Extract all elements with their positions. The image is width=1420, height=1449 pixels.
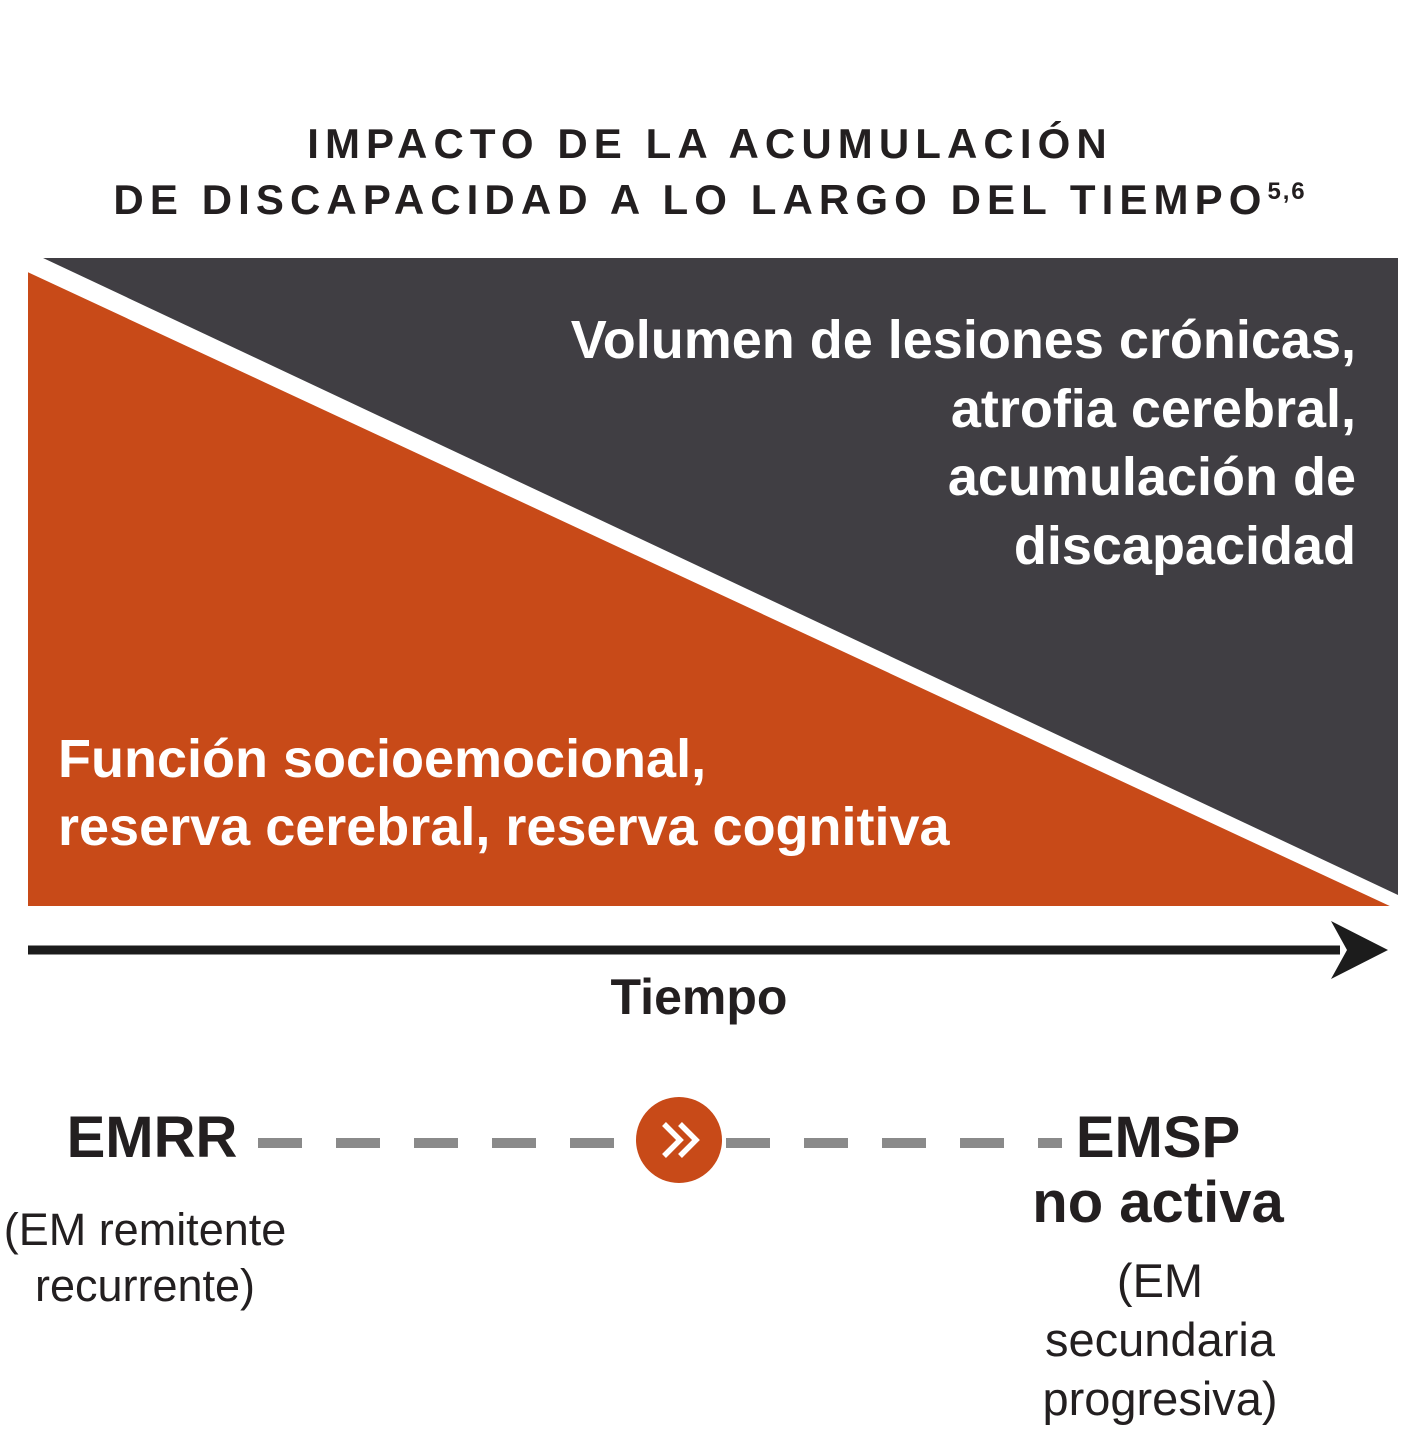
emsp-label: EMSP no activa bbox=[1008, 1105, 1308, 1236]
emrr-full-name-line: recurrente) bbox=[34, 1260, 256, 1312]
chronic-lesions-label-line: atrofia cerebral, bbox=[950, 378, 1356, 439]
emsp-label-line: EMSP bbox=[1075, 1105, 1241, 1170]
time-axis-arrow bbox=[28, 921, 1388, 979]
emsp-label-line: no activa bbox=[1032, 1169, 1284, 1235]
chronic-lesions-label-line: discapacidad bbox=[1013, 515, 1356, 576]
page-title: IMPACTO DE LA ACUMULACIÓN DE DISCAPACIDA… bbox=[0, 116, 1420, 227]
transition-marker bbox=[636, 1097, 722, 1183]
emsp-full-name: (EM secundaria progresiva) bbox=[1000, 1252, 1320, 1428]
triangles-diagram: Volumen de lesiones crónicas, atrofia ce… bbox=[28, 258, 1398, 906]
chronic-lesions-label-line: acumulación de bbox=[947, 447, 1356, 508]
emsp-full-name-line: (EM secundaria bbox=[1045, 1254, 1275, 1366]
socioemotional-label-line: reserva cerebral, reserva cognitiva bbox=[58, 797, 950, 858]
emsp-full-name-line: progresiva) bbox=[1042, 1371, 1278, 1425]
chronic-lesions-label: Volumen de lesiones crónicas, atrofia ce… bbox=[571, 306, 1356, 580]
title-line-1: IMPACTO DE LA ACUMULACIÓN bbox=[307, 120, 1113, 168]
emrr-label: EMRR bbox=[66, 1105, 238, 1170]
time-axis-label: Tiempo bbox=[610, 969, 788, 1025]
chronic-lesions-label-line: Volumen de lesiones crónicas, bbox=[570, 310, 1356, 370]
double-chevron-right-icon bbox=[662, 1122, 700, 1158]
title-reference-numbers: 5,6 bbox=[1267, 177, 1307, 205]
emrr-full-name: (EM remitente recurrente) bbox=[0, 1202, 290, 1315]
title-line-2: DE DISCAPACIDAD A LO LARGO DEL TIEMPO bbox=[113, 175, 1268, 223]
socioemotional-label-line: Función socioemocional, bbox=[58, 728, 707, 789]
socioemotional-label: Función socioemocional, reserva cerebral… bbox=[58, 725, 950, 862]
emrr-full-name-line: (EM remitente bbox=[3, 1204, 287, 1255]
